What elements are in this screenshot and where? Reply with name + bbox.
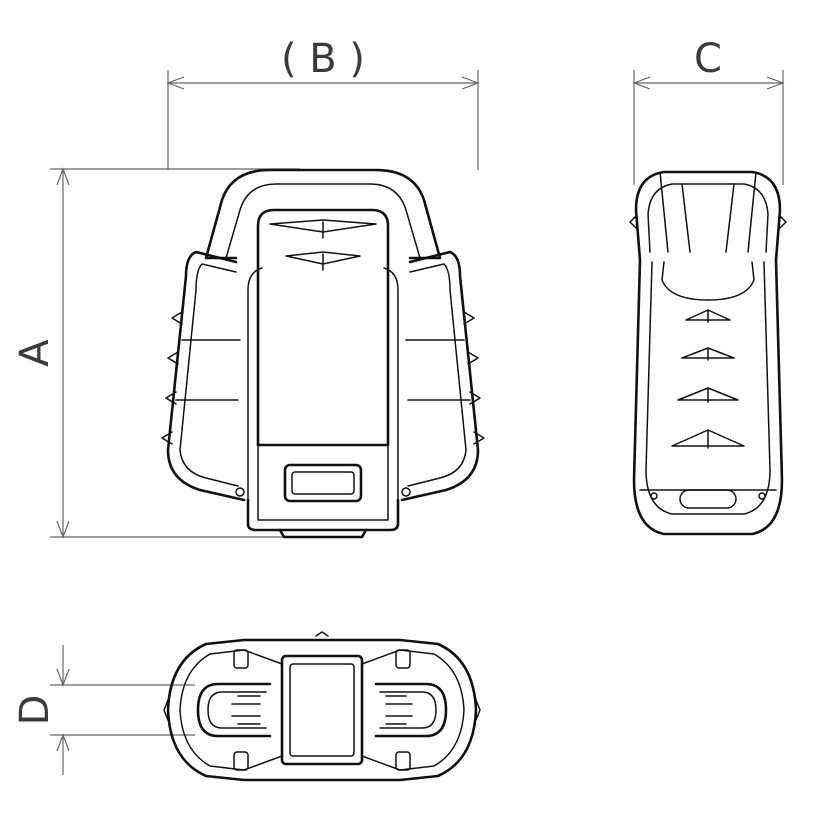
dimension-b-label: ( B ) <box>281 36 365 82</box>
dimension-c: C <box>632 36 785 185</box>
dimension-d-label: D <box>12 695 58 726</box>
dimension-c-label: C <box>694 36 722 82</box>
dimension-a: A <box>12 167 300 539</box>
bottom-view <box>163 631 481 782</box>
dimension-a-label: A <box>12 339 58 367</box>
front-view <box>161 168 485 539</box>
dimension-b: ( B ) <box>166 36 480 170</box>
side-view <box>629 170 787 536</box>
